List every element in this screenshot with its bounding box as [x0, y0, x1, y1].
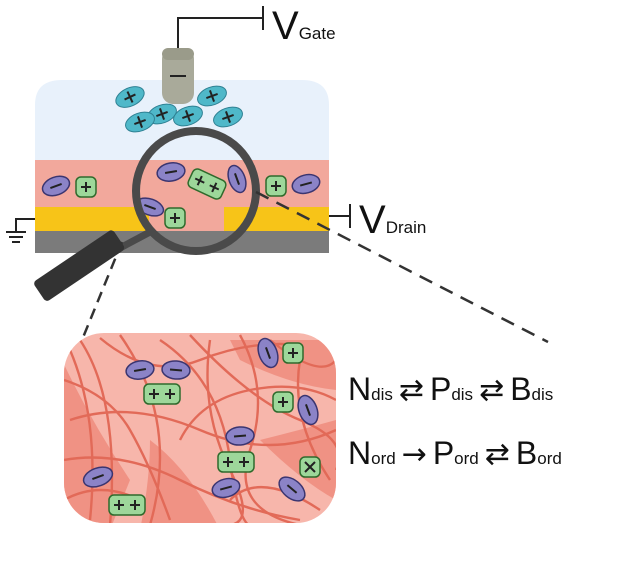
anion-icon [211, 477, 241, 499]
drain-voltage-label: VDrain [359, 200, 426, 240]
eq1-b: B [510, 371, 532, 407]
polaron-icon [272, 391, 294, 413]
eq1-p-sub: dis [451, 385, 474, 404]
eq1-p: P [429, 371, 452, 407]
anion-icon [125, 360, 155, 380]
eq1-n: N [348, 371, 372, 407]
gate-voltage-label: VGate [272, 6, 336, 46]
gate-label-sub: Gate [298, 24, 336, 43]
morphology-inset [64, 333, 336, 523]
eq2-p-sub: ord [454, 449, 479, 468]
bipolaron-icon [187, 168, 227, 200]
magnifier-icon [34, 127, 260, 301]
eq2-p: P [432, 435, 455, 471]
equilibrium-arrow-icon: ⇄ [484, 437, 510, 472]
bipolaron-icon [217, 451, 255, 473]
eq1-n-sub: dis [371, 385, 393, 404]
polaron-icon [282, 342, 304, 364]
channel-particles [41, 173, 321, 198]
forward-arrow-icon: → [401, 437, 427, 472]
cation-icon [213, 106, 243, 128]
equilibrium-arrow-icon: ⇄ [479, 373, 505, 408]
cations [115, 85, 243, 133]
drain-label-sub: Drain [385, 218, 427, 237]
eq2-b-sub: ord [537, 449, 562, 468]
anion-icon [257, 337, 279, 369]
drain-label-main: V [359, 198, 386, 242]
source-electrode [35, 207, 149, 231]
anion-icon [156, 162, 186, 182]
ground-icon [6, 218, 35, 243]
cation-icon [197, 85, 227, 107]
gate-wire [177, 17, 262, 52]
cation-icon [173, 105, 203, 127]
anion-icon [225, 426, 255, 446]
polaron-icon [299, 456, 321, 478]
anion-icon [161, 360, 191, 380]
eq2-n: N [348, 435, 372, 471]
eq1-b-sub: dis [531, 385, 554, 404]
equation-disordered: Ndis⇄Pdis⇄Bdis [348, 372, 553, 408]
cation-icon [125, 111, 155, 133]
anion-icon [297, 394, 319, 426]
eq2-b: B [515, 435, 538, 471]
anion-icon [82, 466, 114, 488]
gate-label-main: V [272, 4, 299, 48]
bipolaron-icon [108, 494, 146, 516]
polaron-icon [164, 207, 186, 229]
anion-icon [291, 173, 321, 195]
cation-icon [115, 86, 145, 108]
eq2-n-sub: ord [371, 449, 396, 468]
equilibrium-arrow-icon: ⇄ [398, 373, 424, 408]
anion-icon [227, 164, 247, 194]
polaron-icon [75, 176, 97, 198]
anion-icon [278, 476, 306, 502]
zoom-line-right [255, 190, 549, 344]
polaron-icon [265, 175, 287, 197]
bipolaron-icon [143, 383, 181, 405]
anion-icon [41, 175, 71, 197]
equation-ordered: Nord →Pord ⇄Bord [348, 436, 562, 472]
